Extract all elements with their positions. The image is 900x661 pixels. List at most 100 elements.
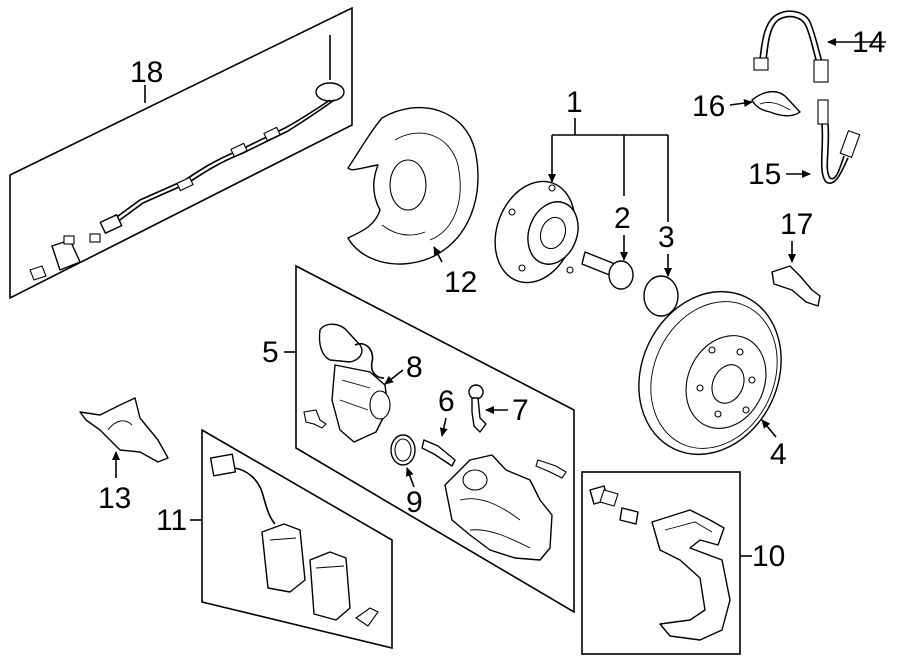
wire-clip-4 xyxy=(89,233,101,243)
brake-hose-upper-inner xyxy=(765,15,818,64)
leader-4 xyxy=(761,419,777,438)
callout-4: 4 xyxy=(770,438,787,471)
callout-7: 7 xyxy=(512,394,529,427)
pad-sensor-connector xyxy=(209,453,237,477)
rotor-group: 4 xyxy=(638,290,787,471)
rotor-hole-5 xyxy=(714,410,722,418)
callout-13: 13 xyxy=(98,482,131,515)
bleeder-cap-top xyxy=(468,384,484,400)
hose-bracket-fold xyxy=(759,101,791,111)
pad-wear-sensor xyxy=(771,265,821,307)
leader-16 xyxy=(729,99,753,108)
hub-stud-1 xyxy=(508,208,516,216)
callout-16: 16 xyxy=(692,90,725,123)
callout-15: 15 xyxy=(748,158,781,191)
bracket-bolt-shank xyxy=(599,489,619,507)
rotor-hole-6 xyxy=(696,384,704,392)
rotor-hole-3 xyxy=(748,376,756,384)
wire-clip-3 xyxy=(176,176,194,192)
backing-plate-group: 12 xyxy=(347,106,479,299)
callout-3: 3 xyxy=(658,221,675,254)
pad-sensor-wire xyxy=(233,467,276,525)
callout-17: 17 xyxy=(780,208,813,241)
parking-motor-connector xyxy=(318,323,363,363)
parking-brake-motor xyxy=(331,364,389,443)
motor-detail-1 xyxy=(341,379,371,389)
caliper-detail-1 xyxy=(459,498,521,521)
wire-connector-plug xyxy=(99,214,123,234)
leader-8 xyxy=(384,369,404,385)
wire-clip-1 xyxy=(263,126,281,142)
rotor-hole-4 xyxy=(742,406,750,414)
callout-1: 1 xyxy=(566,86,583,119)
pad-outer-line xyxy=(315,565,345,569)
callout-5: 5 xyxy=(262,336,279,369)
caliper-bolt-small xyxy=(303,409,327,429)
hose-fitting-lower-top xyxy=(817,99,829,125)
bleeder-valve xyxy=(421,439,456,467)
guide-pin-boot xyxy=(619,507,639,525)
motor-detail-2 xyxy=(339,399,369,411)
callout-11: 11 xyxy=(156,504,187,537)
hub-stud-3 xyxy=(548,184,556,192)
brake-pad-inner xyxy=(261,523,306,593)
hub-stud-4 xyxy=(566,266,574,274)
hose-fitting-left xyxy=(753,57,769,71)
hub-bore xyxy=(539,216,567,250)
caliper-group: 5 8 9 6 7 xyxy=(262,264,575,614)
hub-bolt-head xyxy=(608,260,634,290)
callout-18: 18 xyxy=(130,56,163,89)
mounting-bracket xyxy=(79,397,169,463)
caliper-seal-inner xyxy=(394,438,412,462)
leader-6 xyxy=(439,417,448,437)
hose-group: 14 16 15 17 xyxy=(692,10,886,307)
wire-clip-2 xyxy=(230,142,248,158)
backing-plate-hole xyxy=(389,159,427,211)
hose-fitting-lower-end xyxy=(839,129,861,159)
callout-6: 6 xyxy=(438,385,455,418)
hose-fitting-right xyxy=(813,59,829,83)
brake-pad-outer xyxy=(309,551,351,621)
callout-2: 2 xyxy=(614,202,631,235)
leader-9 xyxy=(406,467,415,488)
sensor-bolt xyxy=(29,265,47,281)
pad-inner-line xyxy=(269,537,297,541)
brake-hose-lower xyxy=(820,123,849,184)
bracket-13-group: 13 xyxy=(79,397,169,515)
brake-pads-group: 11 xyxy=(156,428,393,650)
hub-stud-2 xyxy=(518,264,526,272)
hub-group: 1 2 3 xyxy=(494,86,679,317)
caliper-bracket xyxy=(651,509,731,641)
backing-plate-detail xyxy=(381,224,426,236)
parking-motor-wire xyxy=(354,343,385,379)
leader-12 xyxy=(433,246,443,263)
rotor-hole-1 xyxy=(708,346,716,354)
rotor-center-hole xyxy=(711,364,745,404)
rotor-face xyxy=(650,301,778,449)
caliper-bore xyxy=(462,469,488,491)
connector-tab xyxy=(63,235,75,245)
caliper-bracket-group: 10 xyxy=(581,471,785,655)
speed-sensor-group: 18 xyxy=(9,6,353,300)
callout-14: 14 xyxy=(852,26,885,59)
callout-9: 9 xyxy=(406,486,423,519)
bracket-detail xyxy=(107,420,133,431)
caliper-guide-bolt xyxy=(535,459,567,479)
rotor-hole-2 xyxy=(736,348,744,356)
callout-12: 12 xyxy=(444,266,477,299)
brake-hose-lower-inner xyxy=(826,123,845,180)
grease-cap xyxy=(643,275,679,317)
caliper-bracket-detail xyxy=(664,521,713,533)
bleeder-cap xyxy=(471,397,487,433)
brake-hose-upper xyxy=(759,10,823,63)
parking-motor-flange xyxy=(369,390,391,420)
callout-10: 10 xyxy=(752,540,785,573)
speed-sensor-panel xyxy=(9,6,353,300)
sensor-grommet xyxy=(315,82,345,102)
caliper-detail-2 xyxy=(469,529,531,549)
pad-clip xyxy=(355,607,379,627)
callout-8: 8 xyxy=(406,351,423,384)
backing-plate-rim xyxy=(394,132,461,241)
